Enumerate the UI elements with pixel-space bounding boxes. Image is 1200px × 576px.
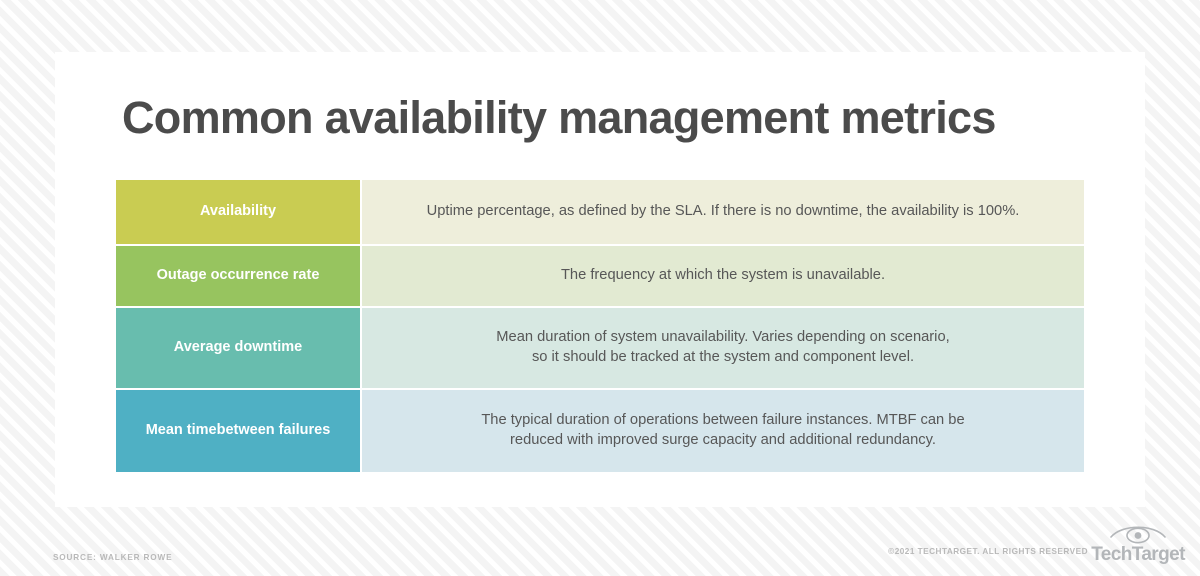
table-row: Outage occurrence rate The frequency at w…	[116, 246, 1084, 306]
metric-label: Availability	[116, 180, 360, 244]
metric-description-line: Mean duration of system unavailability. …	[496, 329, 950, 346]
source-note: SOURCE: WALKER ROWE	[53, 553, 173, 562]
metrics-table: Availability Uptime percentage, as define…	[116, 180, 1084, 472]
table-row: Availability Uptime percentage, as define…	[116, 180, 1084, 244]
metric-description-line: The typical duration of operations betwe…	[481, 412, 965, 429]
metric-description: Uptime percentage, as defined by the SLA…	[362, 180, 1084, 244]
metric-label-line: Average downtime	[173, 339, 303, 356]
metric-description-line: reduced with improved surge capacity and…	[510, 432, 936, 448]
techtarget-wordmark: TechTarget	[1091, 544, 1185, 565]
table-row: Average downtime Mean duration of system …	[116, 308, 1084, 388]
metric-label: Outage occurrence rate	[116, 246, 360, 306]
metric-description-line: The frequency at which the system is una…	[560, 267, 886, 284]
page-title: Common availability management metrics	[122, 92, 996, 143]
metric-label: Average downtime	[116, 308, 360, 388]
copyright-text: ©2021 TECHTARGET. ALL RIGHTS RESERVED	[888, 547, 1088, 556]
metric-label-line: Mean time	[145, 422, 217, 439]
metric-description: Mean duration of system unavailability. …	[362, 308, 1084, 388]
metric-label-line: Availability	[199, 203, 277, 220]
footer-right: ©2021 TECHTARGET. ALL RIGHTS RESERVED Te…	[888, 522, 1185, 564]
metric-description-line: Uptime percentage, as defined by the SLA…	[426, 203, 1020, 220]
content-card: Common availability management metrics A…	[55, 52, 1145, 507]
metric-description: The typical duration of operations betwe…	[362, 390, 1084, 472]
metric-description: The frequency at which the system is una…	[362, 246, 1084, 306]
eye-icon	[1110, 526, 1166, 544]
techtarget-logo: TechTarget	[1091, 522, 1185, 564]
metric-label-line: Outage occurrence rate	[156, 267, 320, 284]
metric-description-line: so it should be tracked at the system an…	[531, 349, 915, 365]
metric-label-line: between failures	[216, 422, 331, 439]
